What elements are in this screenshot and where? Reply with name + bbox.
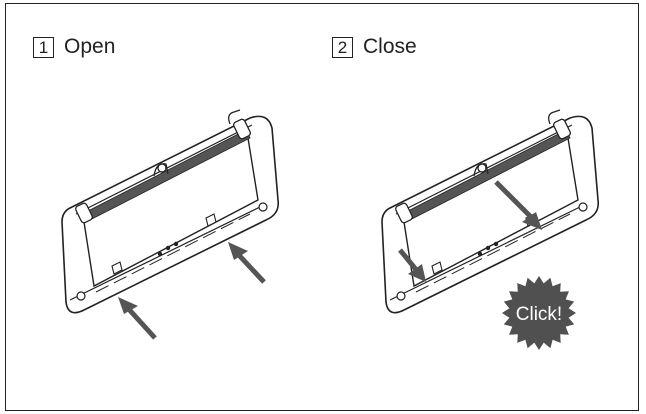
arrow-close-left [398, 248, 420, 274]
cover-illustration-open [61, 109, 280, 314]
step-label: Close [363, 35, 417, 58]
click-burst: Click! [502, 276, 576, 350]
arrow-open-left-head [118, 297, 138, 314]
arrow-close-top-head [522, 212, 542, 230]
arrow-open-right-head [228, 242, 248, 260]
arrow-open-right [234, 250, 266, 284]
click-callout-text: Click! [516, 304, 562, 325]
cover-illustration-close [381, 109, 600, 314]
step-number-box: 2 [332, 36, 353, 58]
step-number-box: 1 [33, 36, 54, 58]
step-open-header: 1 Open [33, 35, 115, 59]
arrow-close-top [494, 180, 536, 222]
step-close-header: 2 Close [332, 35, 417, 59]
arrow-close-left-head [408, 264, 426, 282]
arrow-open-left [124, 304, 157, 340]
step-label: Open [64, 35, 116, 58]
